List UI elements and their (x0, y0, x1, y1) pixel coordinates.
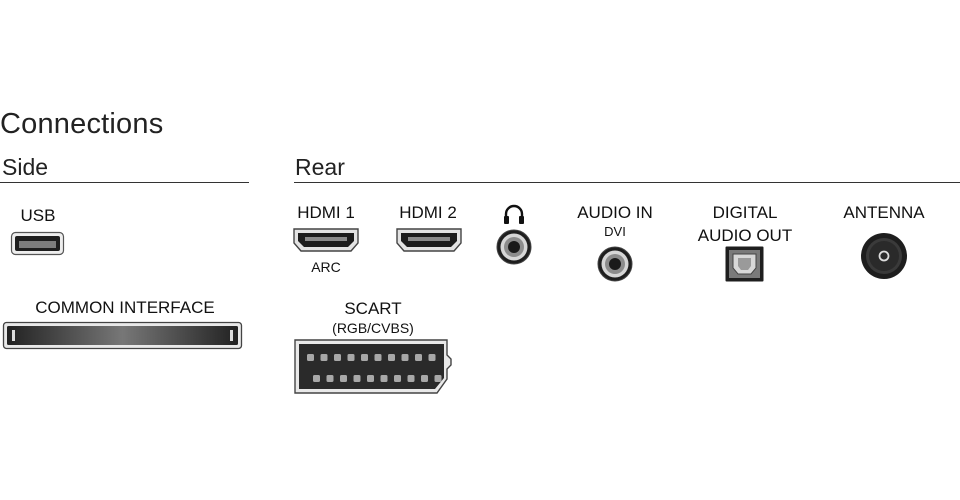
scart-pin (407, 375, 415, 382)
usb-port-icon (10, 231, 65, 256)
scart-pin (401, 354, 409, 361)
page-title: Connections (0, 108, 164, 140)
scart-pin (326, 375, 334, 382)
section-side-heading: Side (2, 154, 49, 180)
scart-pin (367, 375, 374, 382)
scart-pin (380, 375, 388, 382)
hdmi1-port-icon (293, 228, 359, 252)
scart-pin (361, 354, 368, 361)
scart-pin (394, 375, 401, 382)
common-interface-label: COMMON INTERFACE (35, 298, 215, 317)
digital-audio-out-label-line2: AUDIO OUT (697, 226, 793, 245)
hdmi2-label: HDMI 2 (399, 203, 457, 222)
common-interface-slot-icon (2, 321, 243, 350)
side-divider (0, 182, 249, 183)
scart-pin (428, 354, 436, 361)
rear-divider (294, 182, 960, 183)
audio-in-jack-icon (597, 246, 633, 282)
scart-pin (388, 354, 395, 361)
scart-pin (415, 354, 422, 361)
scart-pin (374, 354, 382, 361)
scart-pin (347, 354, 355, 361)
headphone-jack-icon (496, 229, 532, 265)
scart-pin (313, 375, 320, 382)
antenna-label: ANTENNA (843, 203, 925, 222)
scart-label: SCART (344, 299, 402, 318)
headphones-icon (504, 204, 524, 224)
audio-in-label: AUDIO IN (577, 203, 653, 222)
scart-pin (421, 375, 428, 382)
scart-pin (340, 375, 347, 382)
optical-audio-port-icon (725, 246, 764, 282)
scart-sublabel: (RGB/CVBS) (332, 320, 414, 336)
hdmi1-sublabel: ARC (311, 259, 341, 275)
usb-label: USB (20, 206, 56, 225)
scart-port-icon (294, 339, 452, 394)
scart-pin (434, 375, 442, 382)
scart-pin (334, 354, 341, 361)
scart-pin (307, 354, 314, 361)
antenna-connector-icon (861, 233, 907, 279)
hdmi1-label: HDMI 1 (297, 203, 355, 222)
scart-pin (353, 375, 361, 382)
audio-in-sublabel: DVI (604, 224, 626, 239)
hdmi2-port-icon (396, 228, 462, 252)
digital-audio-out-label-line1: DIGITAL (712, 203, 778, 222)
section-rear-heading: Rear (295, 154, 345, 180)
scart-pin (320, 354, 328, 361)
